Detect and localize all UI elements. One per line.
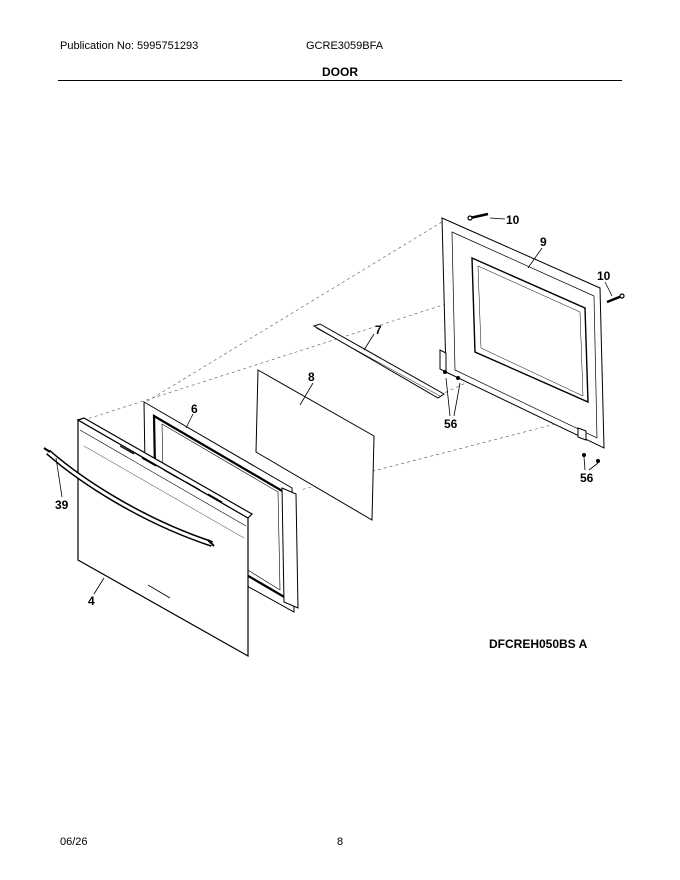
hinge-pin-side (606, 293, 625, 304)
door-badge (147, 584, 171, 599)
diagram-code: DFCREH050BS A (489, 637, 588, 651)
callout-10-side: 10 (597, 269, 611, 283)
callout-10-top: 10 (506, 213, 520, 227)
leader-lines (55, 217, 613, 595)
door-handle (43, 447, 215, 547)
publication-number: Publication No: 5995751293 (60, 40, 199, 52)
door-vent-slots (119, 445, 223, 503)
page-number: 8 (337, 836, 344, 848)
callout-7: 7 (375, 323, 382, 337)
callout-8: 8 (308, 370, 315, 384)
callout-56-lower: 56 (580, 471, 594, 485)
callout-39: 39 (55, 498, 69, 512)
callout-labels: 10 9 10 7 8 56 6 56 39 4 (55, 213, 611, 608)
inner-door-panel (439, 217, 605, 449)
hinge-pin-top (467, 212, 489, 221)
door-glass (255, 369, 375, 521)
callout-56-upper: 56 (444, 417, 458, 431)
screw-icon (443, 370, 600, 463)
alignment-lines (83, 221, 601, 491)
callout-9: 9 (540, 235, 547, 249)
section-title: DOOR (322, 65, 358, 79)
door-channel (312, 323, 445, 399)
header-rule (58, 80, 622, 81)
callout-6: 6 (191, 402, 198, 416)
model-number: GCRE3059BFA (306, 40, 384, 52)
callout-4: 4 (88, 594, 95, 608)
footer-date: 06/26 (60, 836, 88, 848)
